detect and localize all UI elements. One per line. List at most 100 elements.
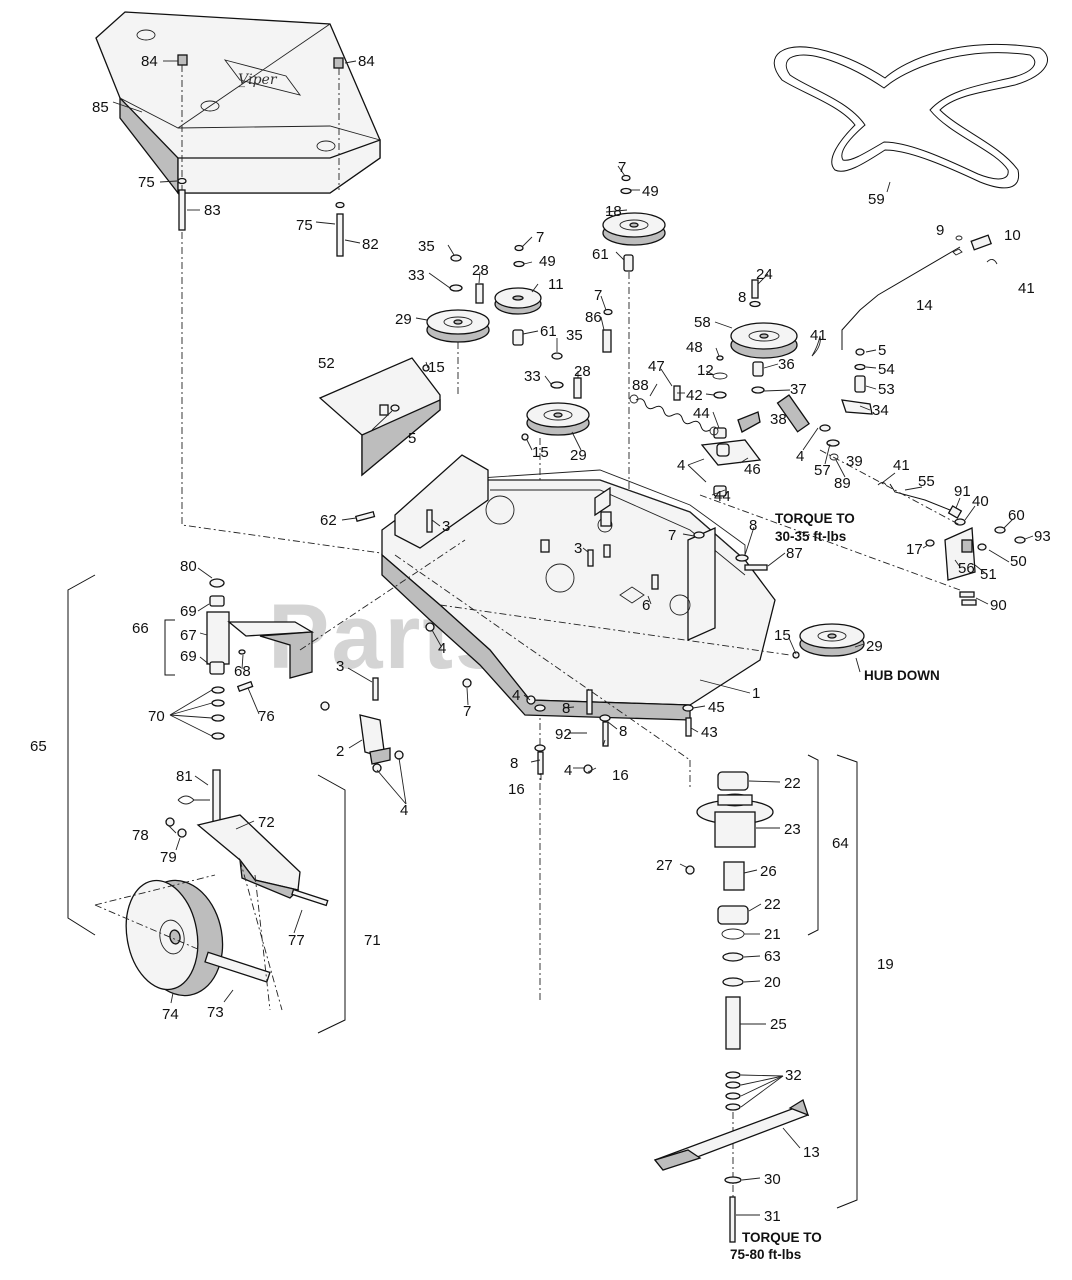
callout-34: 34 — [872, 402, 889, 419]
callout-3: 3 — [442, 518, 450, 535]
callout-55: 55 — [918, 473, 935, 490]
axle-tube-73 — [204, 951, 271, 983]
clip-84-right — [333, 57, 344, 69]
callout-25: 25 — [770, 1016, 787, 1033]
torque-note-lower-line1: TORQUE TO — [742, 1230, 822, 1245]
callout-88: 88 — [632, 377, 649, 394]
callout-4: 4 — [796, 448, 804, 465]
bracket-65 — [67, 574, 96, 936]
callout-10: 10 — [1004, 227, 1021, 244]
bolt-3a — [426, 509, 433, 533]
callout-67: 67 — [180, 627, 197, 644]
callout-49: 49 — [642, 183, 659, 200]
callout-69: 69 — [180, 648, 197, 665]
callout-87: 87 — [786, 545, 803, 562]
callout-47: 47 — [648, 358, 665, 375]
callout-54: 54 — [878, 361, 895, 378]
callout-92: 92 — [555, 726, 572, 743]
pulley-29-upper-left — [426, 309, 490, 343]
callout-61: 61 — [592, 246, 609, 263]
callout-60: 60 — [1008, 507, 1025, 524]
callout-50: 50 — [1010, 553, 1027, 570]
callout-7: 7 — [536, 229, 544, 246]
callout-51: 51 — [980, 566, 997, 583]
callout-29: 29 — [866, 638, 883, 655]
callout-11: 11 — [548, 276, 564, 293]
callout-8: 8 — [738, 289, 746, 306]
pulley-29-middle — [526, 402, 590, 436]
callout-38: 38 — [770, 411, 787, 428]
callout-5: 5 — [878, 342, 886, 359]
spacer-38 — [776, 394, 810, 433]
spacer-26 — [723, 861, 745, 891]
callout-29: 29 — [570, 447, 587, 464]
svg-text:V̲iper: V̲iper — [238, 72, 278, 88]
caster-spindle — [212, 769, 221, 827]
callout-71: 71 — [364, 932, 381, 949]
callout-41: 41 — [893, 457, 910, 474]
link-55 — [889, 483, 951, 511]
idler-pulley-18 — [602, 212, 666, 246]
clip-84-left — [177, 54, 188, 66]
leader-lines — [112, 60, 1034, 1216]
callout-74: 74 — [162, 1006, 179, 1023]
callout-28: 28 — [472, 262, 489, 279]
callout-90: 90 — [990, 597, 1007, 614]
key-28-lower — [573, 377, 582, 399]
bolt-31 — [729, 1196, 736, 1243]
bracket-64 — [807, 754, 819, 936]
callout-89: 89 — [834, 475, 851, 492]
callout-9: 9 — [936, 222, 944, 239]
caster-arm-67 — [206, 611, 315, 679]
bolt-83 — [178, 189, 186, 231]
callout-30: 30 — [764, 1171, 781, 1188]
callout-59: 59 — [868, 191, 885, 208]
spindle-housing-23 — [696, 793, 774, 848]
callout-86: 86 — [585, 309, 602, 326]
callout-73: 73 — [207, 1004, 224, 1021]
callout-41: 41 — [1018, 280, 1035, 297]
callout-35: 35 — [418, 238, 435, 255]
callout-29: 29 — [395, 311, 412, 328]
bearing-22-lower — [717, 905, 749, 925]
callout-84: 84 — [358, 53, 375, 70]
callout-7: 7 — [618, 159, 626, 176]
caster-fork-72 — [196, 814, 301, 899]
bracket-71 — [317, 774, 346, 1034]
torque-note-upper-line1: TORQUE TO — [775, 511, 855, 526]
callout-12: 12 — [697, 362, 714, 379]
callout-32: 32 — [785, 1067, 802, 1084]
callout-8: 8 — [510, 755, 518, 772]
callout-23: 23 — [784, 821, 801, 838]
hub-down-note: HUB DOWN — [864, 668, 940, 683]
callout-4: 4 — [512, 687, 520, 704]
callout-4: 4 — [438, 640, 446, 657]
callout-72: 72 — [258, 814, 275, 831]
pulley-58 — [730, 322, 798, 359]
callout-65: 65 — [30, 738, 47, 755]
mower-deck-1 — [381, 454, 776, 721]
callout-8: 8 — [562, 700, 570, 717]
callout-35: 35 — [566, 327, 583, 344]
callout-26: 26 — [760, 863, 777, 880]
callout-27: 27 — [656, 857, 673, 874]
callout-49: 49 — [539, 253, 556, 270]
spacer-86 — [602, 329, 612, 353]
callout-3: 3 — [574, 540, 582, 557]
callout-14: 14 — [916, 297, 933, 314]
bolt-24 — [751, 279, 759, 299]
washer-75-left — [177, 177, 187, 185]
callout-18: 18 — [605, 203, 622, 220]
callout-15: 15 — [532, 444, 549, 461]
callout-62: 62 — [320, 512, 337, 529]
baffle-52 — [318, 357, 441, 477]
callout-61: 61 — [540, 323, 557, 340]
callout-33: 33 — [524, 368, 541, 385]
callout-66: 66 — [132, 620, 149, 637]
torque-note-lower-line2: 75-80 ft-lbs — [730, 1247, 801, 1262]
callout-16: 16 — [612, 767, 629, 784]
callout-33: 33 — [408, 267, 425, 284]
idler-arm-46 — [700, 411, 762, 466]
callout-83: 83 — [204, 202, 221, 219]
